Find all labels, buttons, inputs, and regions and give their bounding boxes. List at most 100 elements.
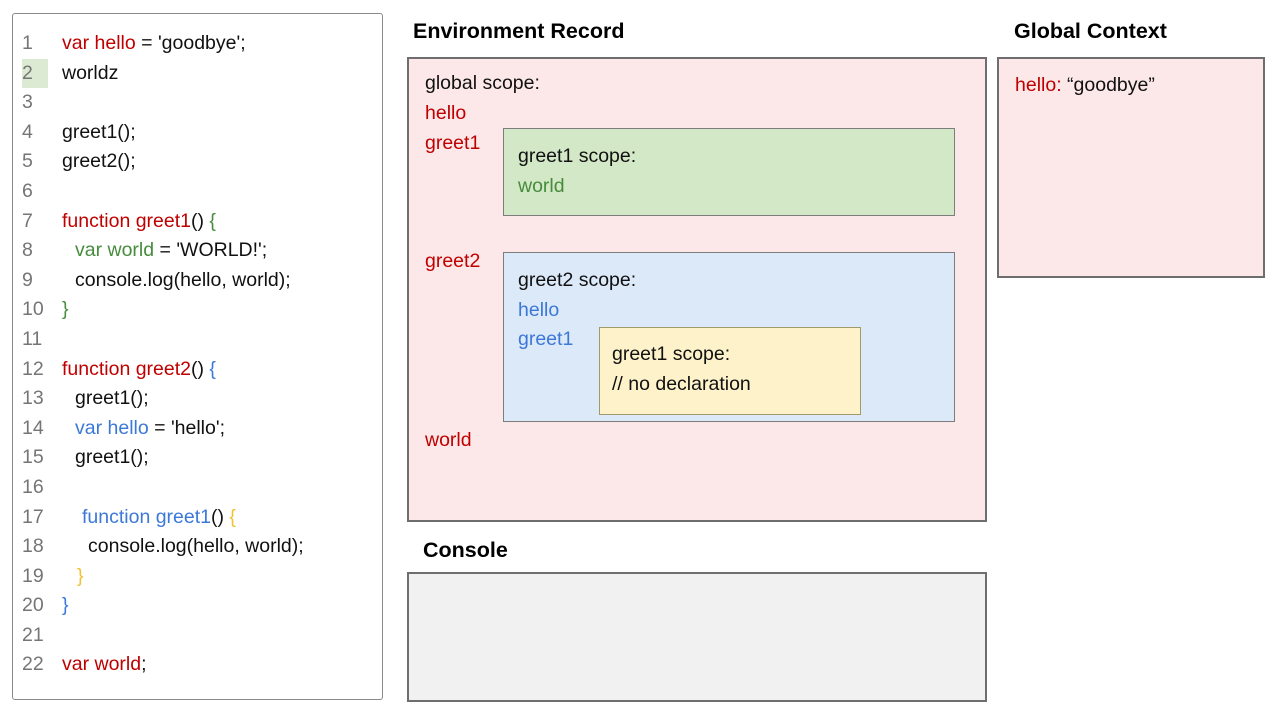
code-token: ; xyxy=(141,653,147,676)
code-line[interactable]: 22 var world; xyxy=(13,650,382,680)
line-number: 9 xyxy=(22,268,33,291)
code-line-text: var hello = 'hello'; xyxy=(75,414,225,444)
code-line-text: } xyxy=(62,295,69,325)
code-token: } xyxy=(77,564,84,587)
greet2-scope-box: greet2 scope: hello greet1 greet1 scope:… xyxy=(503,252,955,422)
code-token: { xyxy=(209,209,216,232)
global-scope-binding-greet1: greet1 xyxy=(425,132,481,154)
line-number: 22 xyxy=(22,653,44,676)
global-scope-binding-greet2: greet2 xyxy=(425,250,481,272)
line-number: 12 xyxy=(22,357,44,380)
code-line-text: var hello = 'goodbye'; xyxy=(62,29,246,59)
global-scope-binding-world: world xyxy=(425,429,472,451)
code-line[interactable]: 13 greet1(); xyxy=(13,384,382,414)
code-token: greet1(); xyxy=(62,120,136,143)
environment-record-box: global scope: hello greet1 greet1 scope:… xyxy=(407,57,987,522)
global-context-title: Global Context xyxy=(1014,19,1167,43)
code-line-text: greet1(); xyxy=(75,384,149,414)
global-context-entry-key: hello: xyxy=(1015,74,1062,96)
code-line[interactable]: 19} xyxy=(13,562,382,592)
code-line-text: } xyxy=(62,591,69,621)
line-number: 20 xyxy=(22,594,44,617)
line-number: 15 xyxy=(22,446,44,469)
code-line[interactable]: 15 greet1(); xyxy=(13,443,382,473)
code-line[interactable]: 8 var world = 'WORLD!'; xyxy=(13,236,382,266)
code-token: greet2(); xyxy=(62,150,136,173)
global-context-entry: hello: “goodbye” xyxy=(1015,71,1155,101)
code-line[interactable]: 7 function greet1() { xyxy=(13,207,382,237)
code-token: { xyxy=(209,357,216,380)
code-line-text: greet2(); xyxy=(62,147,136,177)
greet1-scope-label: greet1 scope: xyxy=(518,145,637,167)
line-number: 7 xyxy=(22,209,33,232)
console-title: Console xyxy=(423,538,508,562)
code-token: = 'goodbye'; xyxy=(135,32,246,54)
code-line[interactable]: 20} xyxy=(13,591,382,621)
code-token: var world xyxy=(75,239,155,262)
inner-greet1-scope-box: greet1 scope: // no declaration xyxy=(599,327,861,415)
global-scope-binding-hello: hello xyxy=(425,102,467,124)
greet2-scope-label: greet2 scope: xyxy=(518,269,637,291)
code-token: () xyxy=(191,209,210,232)
code-line[interactable]: 12 function greet2() { xyxy=(13,355,382,385)
greet2-scope-binding-hello: hello xyxy=(518,299,560,321)
console-output-box xyxy=(407,572,987,702)
code-token: var world xyxy=(62,653,142,676)
code-line[interactable]: 17 function greet1() { xyxy=(13,503,382,533)
global-context-box: hello: “goodbye” xyxy=(997,57,1265,278)
line-number: 13 xyxy=(22,387,44,410)
line-number: 21 xyxy=(22,623,44,646)
code-token: greet1(); xyxy=(75,387,149,410)
line-number: 11 xyxy=(22,327,43,350)
code-line[interactable]: 5 greet2(); xyxy=(13,147,382,177)
code-line[interactable]: 2 worldz xyxy=(13,58,382,89)
line-number: 14 xyxy=(22,416,44,439)
code-line[interactable]: 3 xyxy=(13,88,382,118)
code-line[interactable]: 9 console.log(hello, world); xyxy=(13,266,382,296)
code-line[interactable]: 21 xyxy=(13,621,382,651)
code-line-text: } xyxy=(77,562,84,592)
line-number: 8 xyxy=(22,239,33,262)
code-line[interactable]: 10} xyxy=(13,295,382,325)
code-token: var hello xyxy=(75,416,149,439)
code-token: = 'hello'; xyxy=(148,416,226,439)
code-token: function greet1 xyxy=(82,505,212,528)
code-line[interactable]: 1 var hello = 'goodbye'; xyxy=(13,29,382,59)
environment-record-title: Environment Record xyxy=(413,19,625,43)
code-token: () xyxy=(211,505,230,528)
line-number: 10 xyxy=(22,298,44,321)
code-token: var hello xyxy=(62,32,136,54)
line-number: 5 xyxy=(22,150,33,173)
code-line[interactable]: 4 greet1(); xyxy=(13,118,382,148)
inner-greet1-scope-label: greet1 scope: xyxy=(612,343,731,365)
code-line-text: greet1(); xyxy=(62,118,136,148)
line-number: 18 xyxy=(22,535,44,558)
code-line-text: function greet1() { xyxy=(82,503,236,533)
code-lines: 1 var hello = 'goodbye'; 2 worldz 3 4 greet1()… xyxy=(13,29,382,680)
code-token: greet1(); xyxy=(75,446,149,469)
line-number: 17 xyxy=(22,505,44,528)
line-number: 19 xyxy=(22,564,44,587)
code-line[interactable]: 6 xyxy=(13,177,382,207)
code-token: console.log(hello, world); xyxy=(88,535,304,558)
code-token: worldz xyxy=(62,61,119,84)
inner-greet1-scope-comment: // no declaration xyxy=(612,373,751,395)
code-line[interactable]: 16 xyxy=(13,473,382,503)
code-token: } xyxy=(62,298,69,321)
code-editor-panel: 1 var hello = 'goodbye'; 2 worldz 3 4 greet1()… xyxy=(12,13,383,700)
code-token: function greet1 xyxy=(62,209,192,232)
greet1-scope-binding-world: world xyxy=(518,175,565,197)
code-line-text: console.log(hello, world); xyxy=(88,532,304,562)
line-number-highlighted: 2 xyxy=(22,58,48,89)
line-number: 4 xyxy=(22,120,33,143)
line-number: 3 xyxy=(22,91,33,114)
code-line-text: greet1(); xyxy=(75,443,149,473)
code-line-text: function greet2() { xyxy=(62,355,216,385)
code-line[interactable]: 18 console.log(hello, world); xyxy=(13,532,382,562)
code-line-text: console.log(hello, world); xyxy=(75,266,291,296)
code-line[interactable]: 11 xyxy=(13,325,382,355)
code-line-text: var world = 'WORLD!'; xyxy=(75,236,267,266)
code-line[interactable]: 14 var hello = 'hello'; xyxy=(13,414,382,444)
code-line-text: var world; xyxy=(62,650,147,680)
line-number: 1 xyxy=(22,32,33,54)
